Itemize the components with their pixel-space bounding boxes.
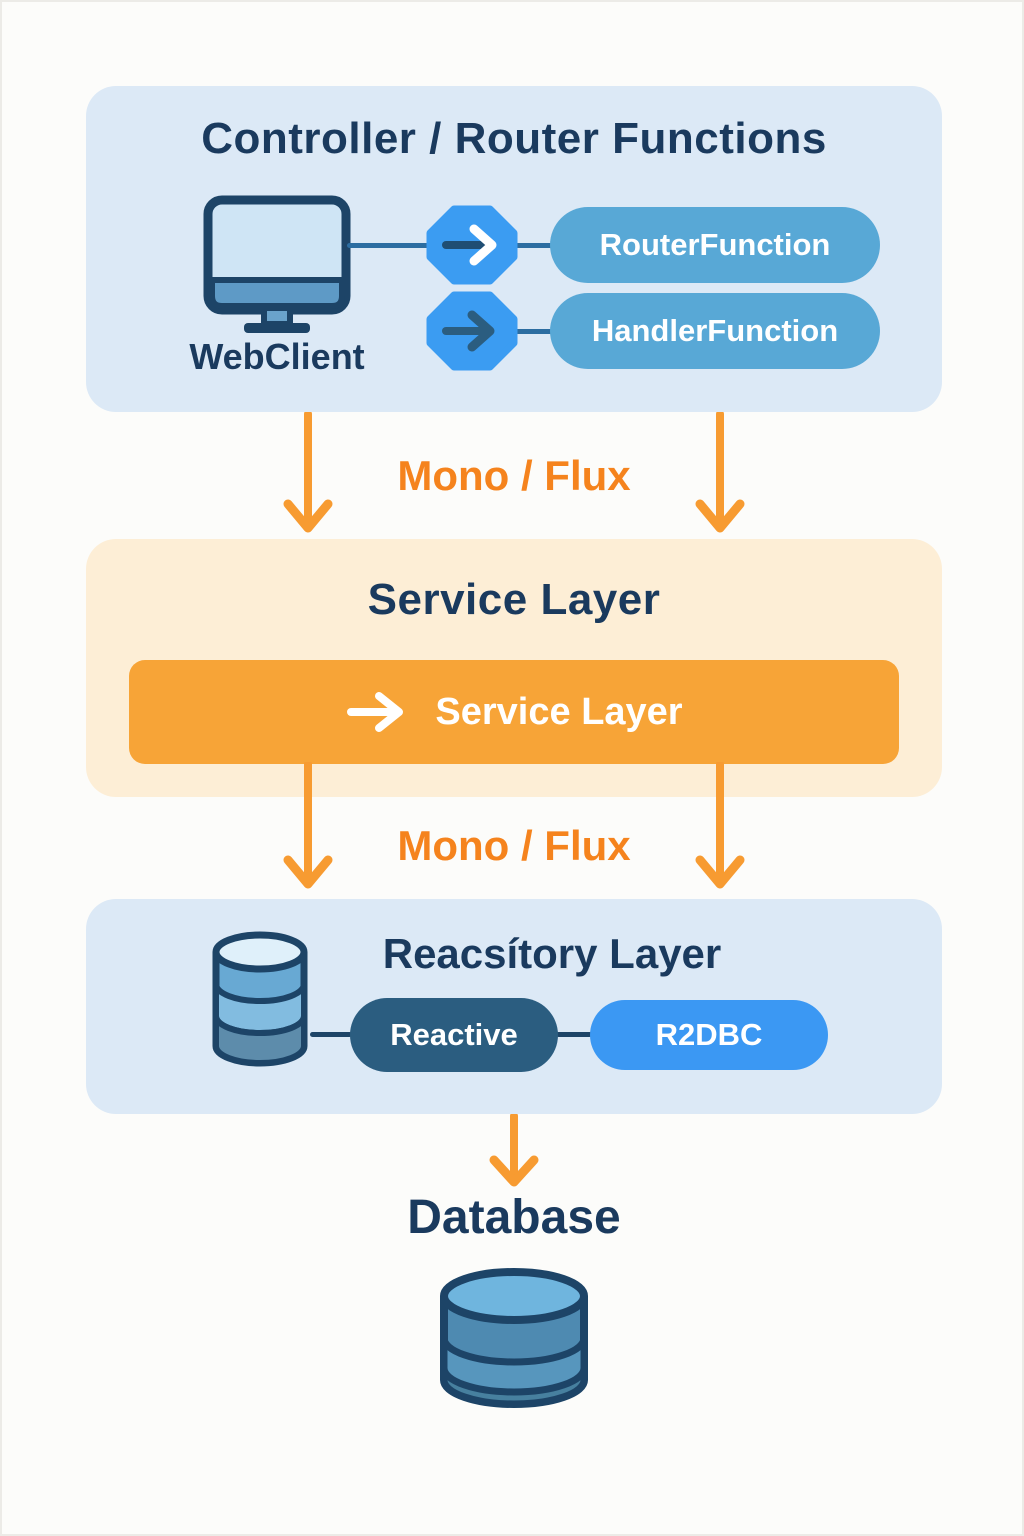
r2dbc-pill: R2DBC: [590, 1000, 828, 1070]
arrow-right-icon: [347, 692, 404, 732]
connector-line: [310, 1032, 352, 1037]
webclient-label: WebClient: [189, 336, 365, 377]
monitor-icon: [203, 195, 351, 333]
database-label: Database: [407, 1191, 621, 1244]
database-cylinder-icon: [440, 1268, 588, 1408]
mono-flux-label: Mono / Flux: [397, 452, 631, 499]
reactive-pill: Reactive: [350, 998, 558, 1072]
arrow-right-icon: [426, 291, 518, 371]
service-layer-box: Service Layer: [129, 660, 899, 764]
service-panel-title: Service Layer: [367, 575, 661, 624]
connector-line: [556, 1032, 592, 1037]
arrow-down-icon: [489, 1114, 539, 1187]
mono-flux-label: Mono / Flux: [397, 822, 631, 869]
database-cylinder-icon: [212, 931, 308, 1067]
connector-line: [515, 329, 553, 334]
routerfunction-pill: RouterFunction: [550, 207, 880, 283]
arrow-down-icon: [283, 412, 333, 533]
service-box-label: Service Layer: [435, 690, 683, 733]
repository-panel-title: Reacsítory Layer: [382, 930, 722, 977]
handlerfunction-pill: HandlerFunction: [550, 293, 880, 369]
arrow-right-icon: [426, 205, 518, 285]
arrow-down-icon: [695, 412, 745, 533]
controller-panel-title: Controller / Router Functions: [201, 114, 827, 163]
connector-line: [347, 243, 429, 248]
connector-line: [515, 243, 553, 248]
arrow-down-icon: [695, 762, 745, 889]
arrow-down-icon: [283, 762, 333, 889]
